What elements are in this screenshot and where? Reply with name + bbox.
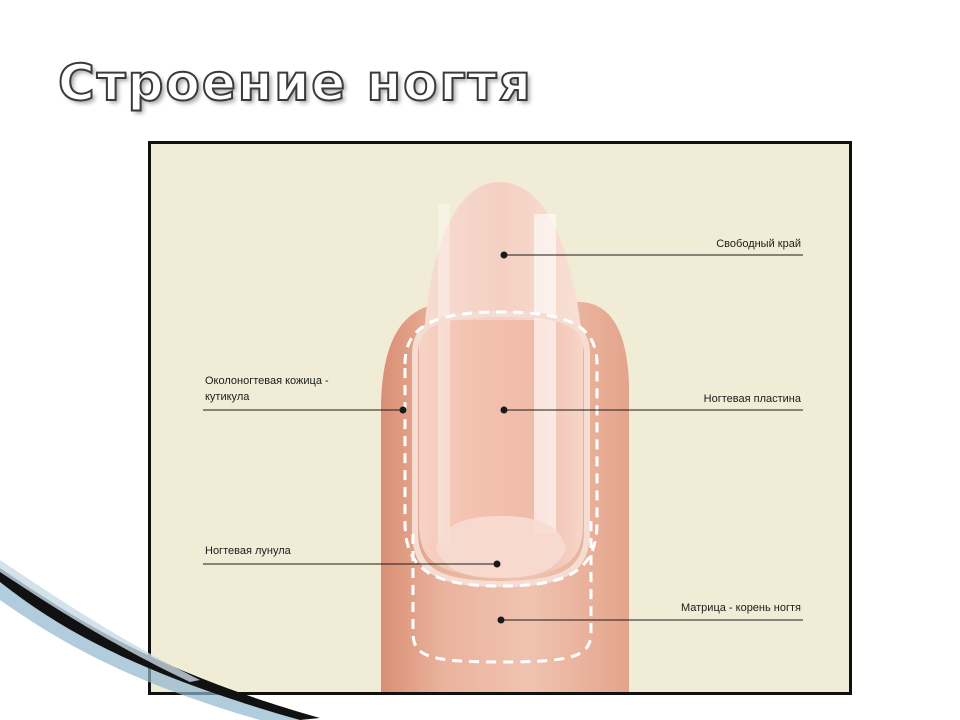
cuticle-rim: [412, 310, 590, 588]
slide-corner-decoration: [0, 560, 320, 720]
nail-highlight-right: [534, 214, 556, 534]
nail-plate-dashed-outline: [403, 310, 599, 588]
lunula-dot: [493, 560, 501, 568]
lunula: [436, 516, 566, 578]
slide-title: Строение ногтя: [57, 54, 533, 112]
leader-dots: [399, 251, 508, 624]
leader-lines: [203, 254, 803, 621]
matrix-dashed-outline: [411, 519, 593, 664]
nail-plate-dot: [500, 406, 508, 414]
nail-structure-figure: Свободный край Ногтевая пластина Околоно…: [148, 141, 852, 695]
nail-diagram-svg: Свободный край Ногтевая пластина Околоно…: [203, 182, 803, 692]
label-lunula: Ногтевая лунула: [205, 545, 292, 557]
label-cuticle-line2: кутикула: [205, 391, 250, 403]
label-cuticle-line1: Околоногтевая кожица -: [205, 375, 329, 387]
cuticle-dot: [399, 406, 407, 414]
free-edge-dot: [500, 251, 508, 259]
label-free-edge: Свободный край: [716, 238, 801, 250]
label-matrix: Матрица - корень ногтя: [681, 602, 801, 614]
matrix-dot: [497, 616, 505, 624]
nail-highlight-left: [438, 204, 450, 544]
label-nail-plate: Ногтевая пластина: [704, 393, 802, 405]
